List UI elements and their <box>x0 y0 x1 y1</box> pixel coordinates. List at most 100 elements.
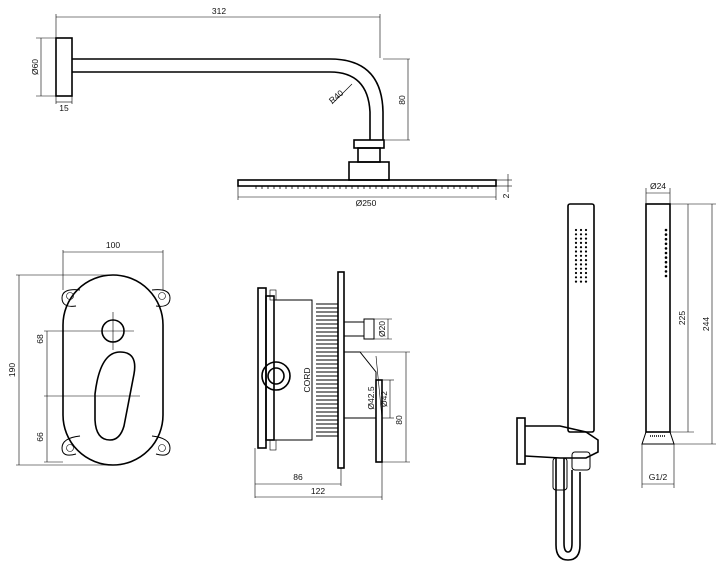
hand-nozzle <box>584 228 588 232</box>
hand-nozzle <box>584 250 588 253</box>
top-outlet-cap <box>363 318 375 340</box>
hand-nozzle <box>579 254 583 257</box>
hand-nozzle <box>584 263 588 266</box>
hand-nozzle <box>574 259 578 262</box>
hand-nozzle <box>584 271 588 275</box>
body-fins <box>316 303 338 437</box>
hand-nozzle <box>579 276 583 279</box>
dim-line-body-cover-inner <box>375 355 383 419</box>
hand-nozzle <box>574 276 578 279</box>
body-fitting-outer <box>261 361 291 391</box>
dim-head-thickness: 2 <box>501 193 511 198</box>
ear-top-right <box>151 289 171 307</box>
bracket-bottom <box>269 439 277 451</box>
dim-head-diameter: Ø250 <box>356 198 377 208</box>
side-nozzles <box>664 228 668 278</box>
side-nozzle <box>664 270 668 273</box>
dim-body-outlet: Ø20 <box>377 321 387 337</box>
side-nozzle <box>664 251 668 255</box>
side-nozzle <box>664 237 668 241</box>
ear-top-left <box>61 289 81 307</box>
holder-arm <box>524 425 599 459</box>
hand-nozzle <box>574 233 578 236</box>
ear-bottom-right <box>151 435 171 456</box>
hose-outer <box>555 458 581 561</box>
hand-nozzles <box>574 228 588 283</box>
shower-arm: 312 Ø60 15 R40 80 Ø250 2 <box>30 6 512 208</box>
body-housing <box>274 299 313 441</box>
leader-bend-radius <box>331 83 353 105</box>
hand-nozzle <box>574 271 578 275</box>
cartridge-cover <box>344 351 377 419</box>
swivel-joint <box>348 161 390 181</box>
dim-hand-diameter: Ø24 <box>650 181 666 191</box>
side-nozzle <box>664 274 668 278</box>
hand-shower-thread <box>641 431 675 445</box>
arm-connector <box>353 139 385 149</box>
hand-nozzle <box>584 233 588 236</box>
hand-nozzle <box>584 254 588 257</box>
swivel-nut <box>357 147 381 163</box>
mixer-body-view: CORD Ø20 Ø42.5 Ø42 80 86 122 <box>254 271 410 500</box>
cartridge-front <box>375 379 383 463</box>
hand-nozzle <box>584 237 588 240</box>
hand-nozzle <box>579 280 583 283</box>
hand-shower <box>567 203 595 433</box>
hand-shower-side <box>645 203 671 433</box>
head-nozzles <box>255 186 479 189</box>
side-nozzle <box>664 247 668 250</box>
hand-nozzle <box>579 241 583 244</box>
dim-flange-diameter: Ø60 <box>30 59 40 75</box>
hand-nozzle <box>574 241 578 244</box>
dim-flange-depth: 15 <box>59 103 69 113</box>
hand-nozzle <box>574 246 578 249</box>
body-brand-label: CORD <box>302 367 312 392</box>
mixer-lever <box>94 351 136 441</box>
side-nozzle <box>664 256 668 259</box>
hand-shower-set: Ø24 225 244 G1/2 <box>516 181 716 561</box>
hand-nozzle <box>574 250 578 253</box>
hose-fitting <box>571 451 591 471</box>
side-nozzle <box>664 265 668 269</box>
side-nozzle <box>664 242 668 246</box>
hand-nozzle <box>579 246 583 249</box>
hand-nozzle <box>579 263 583 266</box>
dim-arm-drop: 80 <box>397 95 407 105</box>
arm-tube-top <box>72 58 384 140</box>
dim-arm-length: 312 <box>212 6 226 16</box>
hand-nozzle <box>584 280 588 283</box>
hand-nozzle <box>574 267 578 270</box>
dim-hand-length: 225 <box>677 311 687 325</box>
hose-connector <box>552 457 568 491</box>
hand-nozzle <box>579 228 583 232</box>
top-outlet-body <box>343 321 365 337</box>
hand-nozzle <box>579 233 583 236</box>
hand-nozzle <box>579 250 583 253</box>
dim-body-cover-inner: Ø42.5 <box>366 386 376 409</box>
hand-nozzle <box>584 241 588 244</box>
dim-bend-radius: R40 <box>327 88 346 106</box>
wall-flange <box>55 37 73 97</box>
hand-nozzle <box>579 237 583 240</box>
dim-plate-width: 100 <box>106 240 120 250</box>
dim-body-depth-122: 122 <box>311 486 325 496</box>
body-fitting-inner <box>267 367 285 385</box>
hand-nozzle <box>574 254 578 257</box>
hand-nozzle <box>574 228 578 232</box>
hand-nozzle <box>574 237 578 240</box>
shower-head <box>237 179 497 187</box>
side-nozzle <box>664 260 668 264</box>
hand-nozzle <box>584 259 588 262</box>
dim-hand-total: 244 <box>701 317 711 331</box>
bracket-top <box>269 289 277 301</box>
dim-plate-height: 190 <box>7 363 17 377</box>
hand-nozzle <box>574 280 578 283</box>
dim-body-depth-small: 80 <box>394 415 404 425</box>
side-nozzle <box>664 233 668 236</box>
dim-hand-thread: G1/2 <box>649 472 668 482</box>
side-nozzle <box>664 228 668 232</box>
hand-nozzle <box>579 267 583 270</box>
hose-inner <box>563 458 573 553</box>
hand-nozzle <box>579 271 583 275</box>
